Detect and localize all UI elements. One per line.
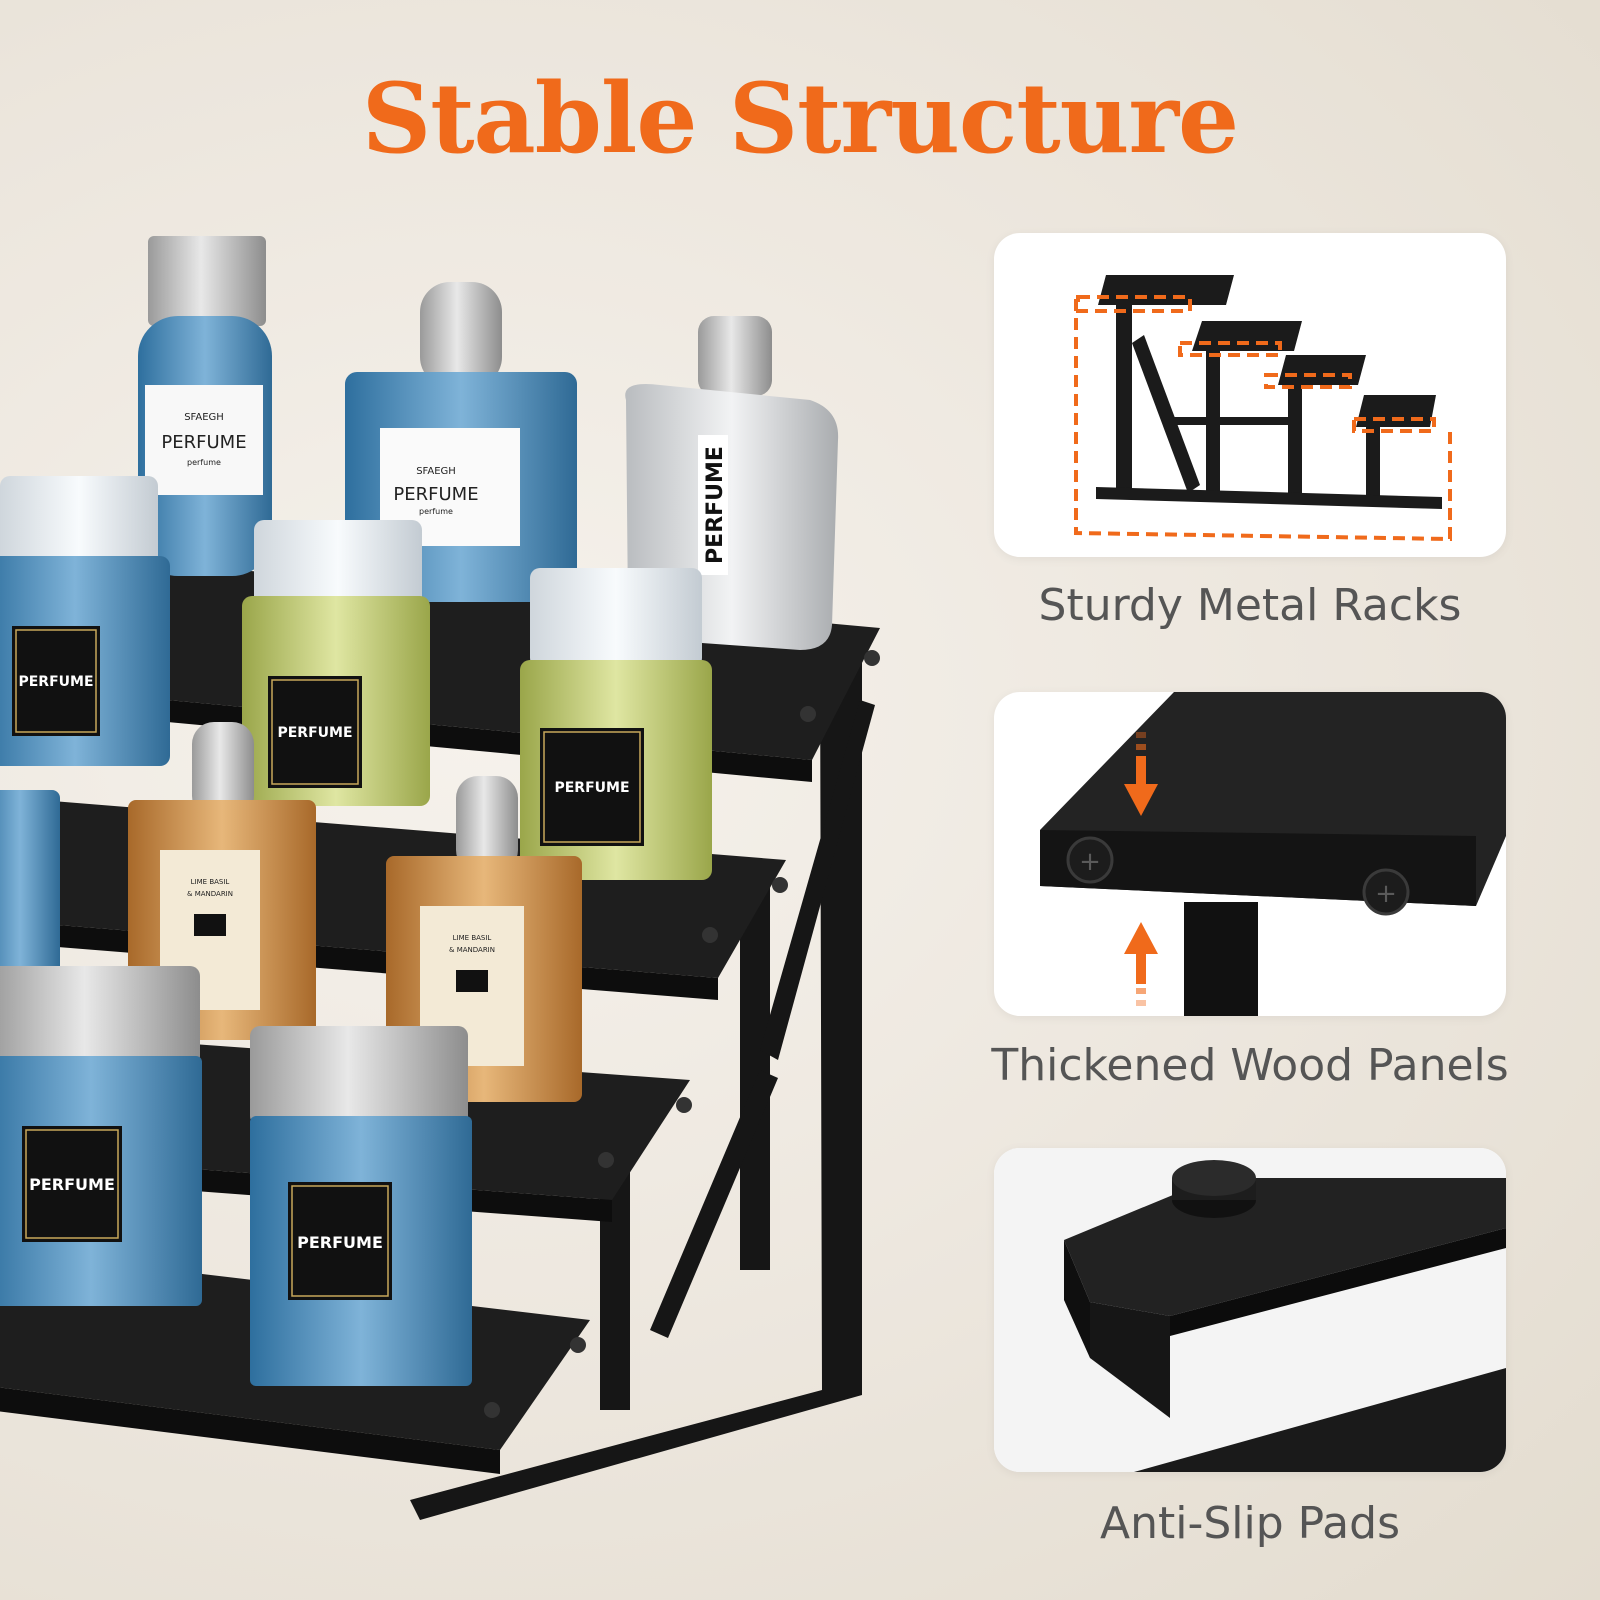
svg-text:& MANDARIN: & MANDARIN <box>187 890 233 898</box>
green-perfume-bottle-right: PERFUME <box>520 568 712 880</box>
svg-text:PERFUME: PERFUME <box>18 674 93 690</box>
feature-caption-1: Sturdy Metal Racks <box>1038 580 1462 631</box>
feature-caption-2: Thickened Wood Panels <box>991 1040 1509 1091</box>
page-title: Stable Structure <box>361 62 1239 175</box>
svg-text:SFAEGH: SFAEGH <box>416 466 456 477</box>
green-perfume-bottle-middle: PERFUME <box>242 520 430 806</box>
blue-perfume-bottle-partial-left <box>0 790 60 990</box>
svg-text:PERFUME: PERFUME <box>161 432 246 453</box>
svg-text:perfume: perfume <box>187 458 221 467</box>
feature-card-wood-panels: + + <box>994 692 1506 1016</box>
svg-text:perfume: perfume <box>419 507 453 516</box>
svg-text:PERFUME: PERFUME <box>393 484 478 505</box>
feature-card-anti-slip <box>994 1148 1506 1472</box>
stair-rack-outline-icon <box>1074 275 1452 542</box>
blue-round-perfume-bottle: SFAEGH PERFUME perfume <box>138 236 272 576</box>
svg-text:PERFUME: PERFUME <box>297 1233 383 1252</box>
blue-clear-cap-perfume-bottle-left: PERFUME <box>0 476 170 766</box>
svg-text:PERFUME: PERFUME <box>554 780 629 796</box>
svg-text:LIME BASIL: LIME BASIL <box>191 878 230 886</box>
feature-caption-3: Anti-Slip Pads <box>1099 1498 1400 1549</box>
svg-text:PERFUME: PERFUME <box>703 446 728 564</box>
blue-cube-perfume-bottle-right: PERFUME <box>250 1026 472 1386</box>
svg-text:+: + <box>1079 847 1101 877</box>
svg-text:+: + <box>1375 879 1397 909</box>
svg-text:SFAEGH: SFAEGH <box>184 412 224 423</box>
perfume-rack-illustration: SFAEGH PERFUME perfume SFAEGH PERFUME pe… <box>0 236 880 1520</box>
panel-thickness-icon: + + <box>1040 692 1506 1016</box>
svg-text:LIME BASIL: LIME BASIL <box>453 934 492 942</box>
feature-card-metal-racks <box>994 233 1506 557</box>
svg-text:PERFUME: PERFUME <box>277 725 352 741</box>
anti-slip-pad-icon <box>994 1148 1506 1472</box>
svg-text:PERFUME: PERFUME <box>29 1175 115 1194</box>
svg-text:& MANDARIN: & MANDARIN <box>449 946 495 954</box>
blue-cube-perfume-bottle-left: PERFUME <box>0 966 202 1306</box>
